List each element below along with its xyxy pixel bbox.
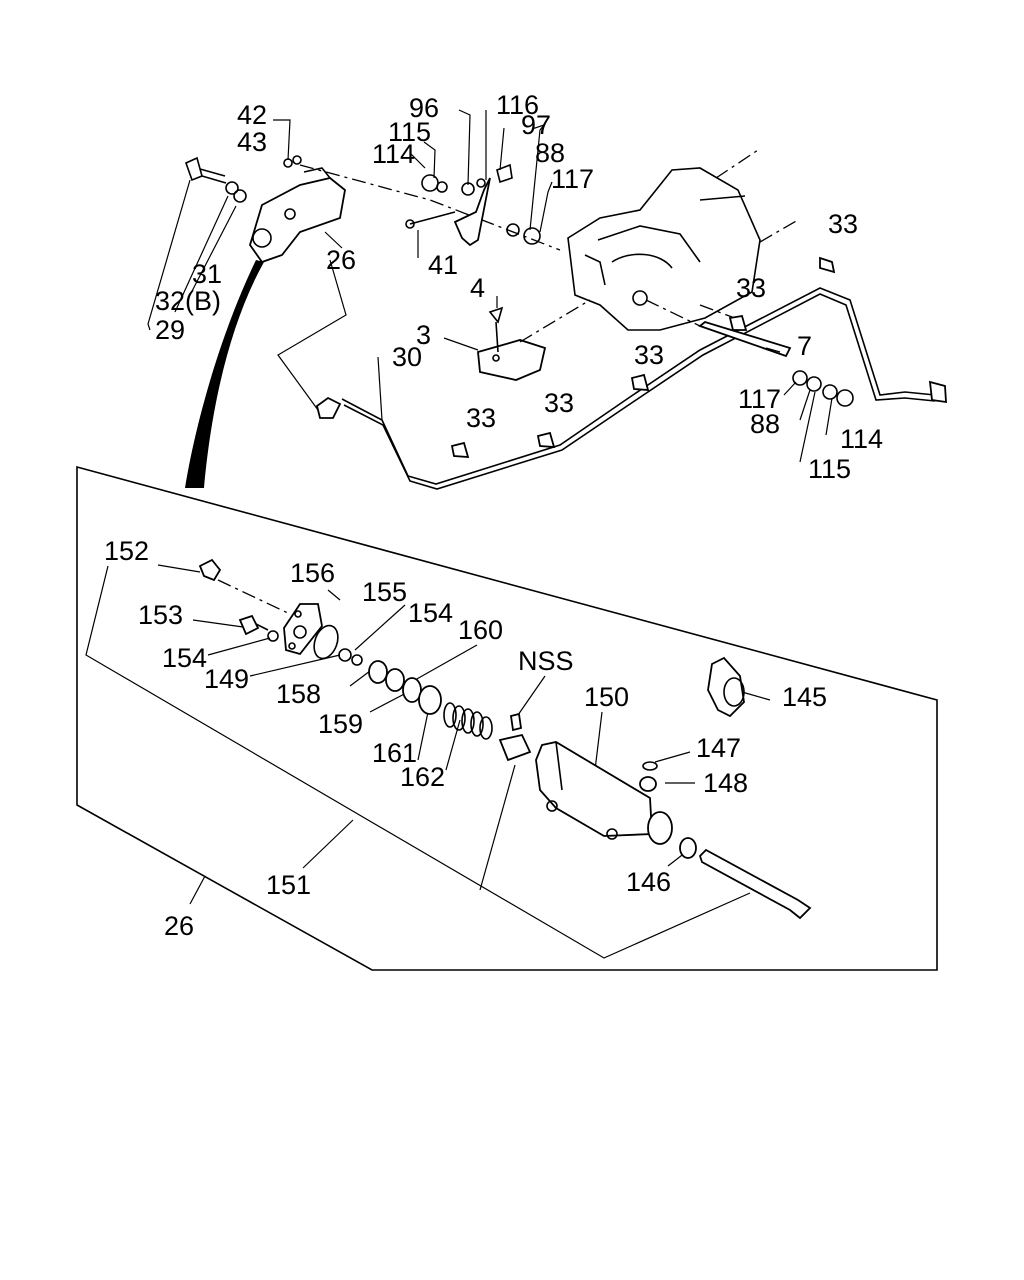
label-162: 162 — [400, 762, 445, 792]
hydraulic-line-assembly — [315, 287, 947, 490]
label-29: 29 — [155, 315, 185, 345]
label-155: 155 — [362, 577, 407, 607]
label-42: 42 — [237, 100, 267, 130]
clip-33-set — [450, 256, 836, 458]
label-33-d: 33 — [544, 388, 574, 418]
label-41: 41 — [428, 250, 458, 280]
label-161: 161 — [372, 738, 417, 768]
label-31: 31 — [192, 259, 222, 289]
label-117-lower: 117 — [738, 384, 781, 414]
label-96: 96 — [409, 93, 439, 123]
label-nss: NSS — [518, 646, 574, 676]
plate-and-bolt — [477, 299, 591, 381]
label-97: 97 — [521, 110, 551, 140]
label-114-upper: 114 — [372, 139, 415, 169]
label-30: 30 — [392, 342, 422, 372]
detail-callout-wedge — [185, 260, 264, 488]
bolt-and-washers — [185, 155, 302, 203]
pushrod-and-washers — [645, 299, 854, 407]
label-117-upper: 117 — [551, 164, 594, 194]
label-33-a: 33 — [828, 209, 858, 239]
label-154-right: 154 — [408, 598, 453, 628]
label-26-lower: 26 — [164, 911, 194, 941]
label-152: 152 — [104, 536, 149, 566]
label-33-c: 33 — [634, 340, 664, 370]
slave-cylinder-upper — [249, 167, 346, 264]
label-159: 159 — [318, 709, 363, 739]
detail-box-outline — [76, 465, 938, 971]
label-33-b: 33 — [736, 273, 766, 303]
detail-parts — [198, 558, 812, 920]
label-7: 7 — [797, 331, 812, 361]
label-149: 149 — [204, 664, 249, 694]
label-146: 146 — [626, 867, 671, 897]
label-145: 145 — [782, 682, 827, 712]
label-32b: 32(B) — [155, 286, 221, 316]
label-116: 116 — [496, 90, 539, 120]
transmission-housing — [567, 149, 799, 331]
label-26-upper: 26 — [326, 245, 356, 275]
label-4: 4 — [470, 273, 485, 303]
label-158: 158 — [276, 679, 321, 709]
callout-labels: 42 43 96 116 115 97 114 88 117 33 26 31 … — [104, 90, 883, 941]
label-148: 148 — [703, 768, 748, 798]
label-160: 160 — [458, 615, 503, 645]
label-154-left: 154 — [162, 643, 207, 673]
label-88-upper: 88 — [535, 138, 565, 168]
label-147: 147 — [696, 733, 741, 763]
label-88-lower: 88 — [750, 409, 780, 439]
label-150: 150 — [584, 682, 629, 712]
label-115-upper: 115 — [388, 117, 431, 147]
label-156: 156 — [290, 558, 335, 588]
label-43: 43 — [237, 127, 267, 157]
label-115-lower: 115 — [808, 454, 851, 484]
label-153: 153 — [138, 600, 183, 630]
label-114-lower: 114 — [840, 424, 883, 454]
label-151: 151 — [266, 870, 311, 900]
leader-lines-upper — [147, 109, 833, 463]
label-3: 3 — [416, 320, 431, 350]
label-33-e: 33 — [466, 403, 496, 433]
